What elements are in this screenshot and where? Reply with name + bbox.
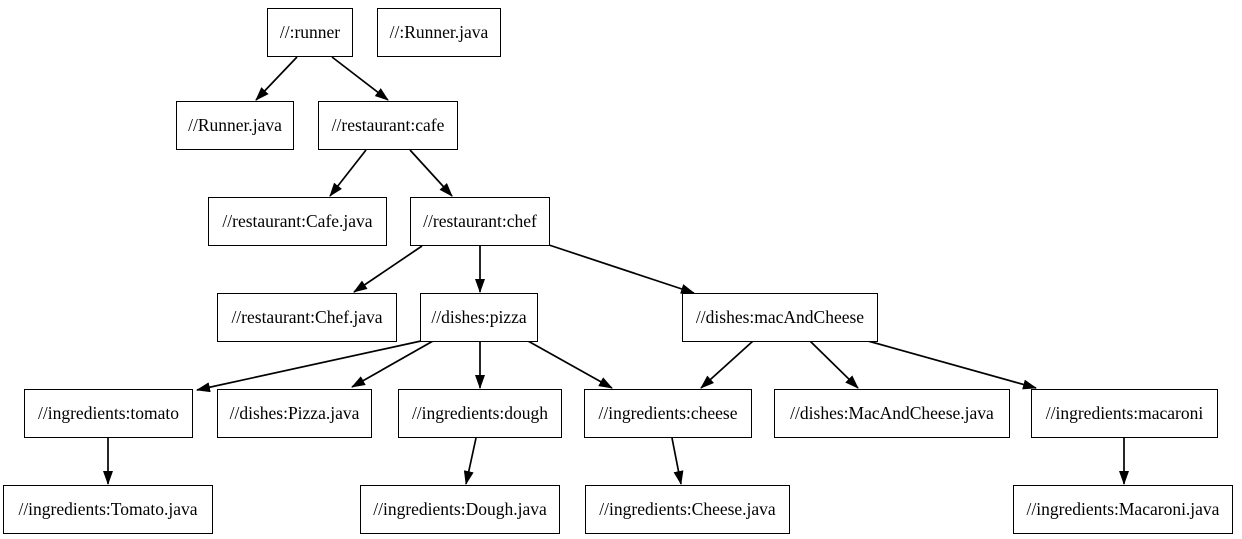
edge-mac-and-cheese-to-macaroni xyxy=(867,340,1037,390)
edge-chef-to-chef-java xyxy=(353,245,423,293)
node-tomato-java: //ingredients:Tomato.java xyxy=(3,485,213,534)
node-runner-java: //Runner.java xyxy=(176,101,294,150)
edge-runner-to-cafe xyxy=(331,56,389,101)
node-dough-java: //ingredients:Dough.java xyxy=(360,485,560,534)
node-cheese: //ingredients:cheese xyxy=(584,389,752,438)
edge-mac-and-cheese-to-cheese xyxy=(700,340,754,389)
edge-cheese-to-cheese-java xyxy=(671,437,684,485)
edge-chef-to-mac-and-cheese xyxy=(548,244,695,294)
node-macaroni: //ingredients:macaroni xyxy=(1031,389,1218,438)
node-tomato: //ingredients:tomato xyxy=(24,389,193,438)
edge-pizza-to-cheese xyxy=(527,340,613,389)
edge-cafe-to-cafe-java xyxy=(329,149,367,197)
edge-dough-to-dough-java xyxy=(463,437,477,485)
node-cafe-java: //restaurant:Cafe.java xyxy=(208,197,387,246)
node-mac-and-cheese: //dishes:macAndCheese xyxy=(682,293,878,342)
edge-cafe-to-chef xyxy=(409,149,453,197)
node-dough: //ingredients:dough xyxy=(398,389,562,438)
node-pizza-java: //dishes:Pizza.java xyxy=(217,389,372,438)
edge-pizza-to-tomato xyxy=(196,340,422,393)
edge-pizza-to-pizza-java xyxy=(351,340,434,388)
node-cheese-java: //ingredients:Cheese.java xyxy=(585,485,790,534)
node-cafe: //restaurant:cafe xyxy=(318,101,458,150)
node-runner: //:runner xyxy=(267,8,353,57)
node-pizza: //dishes:pizza xyxy=(420,293,538,342)
node-runner-java-src: //:Runner.java xyxy=(377,8,501,57)
node-macaroni-java: //ingredients:Macaroni.java xyxy=(1013,485,1233,534)
node-chef: //restaurant:chef xyxy=(410,197,550,246)
edge-mac-and-cheese-to-mac-and-cheese-java xyxy=(809,340,859,389)
node-mac-and-cheese-java: //dishes:MacAndCheese.java xyxy=(774,389,1010,438)
edge-runner-to-runner-java xyxy=(255,56,298,101)
node-chef-java: //restaurant:Chef.java xyxy=(217,293,397,342)
